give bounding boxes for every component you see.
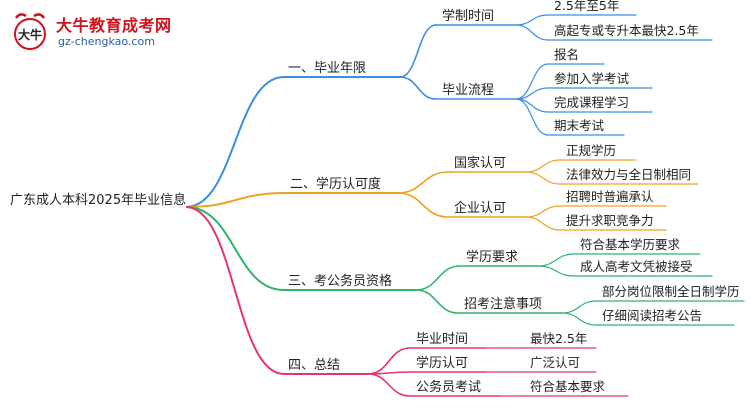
leaf-label: 高起专或专升本最快2.5年 <box>554 23 699 38</box>
logo-mark-text: 大牛 <box>18 27 42 42</box>
topic-link <box>367 373 411 397</box>
leaf-link <box>537 253 575 267</box>
leaf-label: 部分岗位限制全日制学历 <box>602 284 740 299</box>
leaf-link <box>515 24 549 41</box>
branch-link <box>185 206 285 375</box>
topic-label: 毕业时间 <box>416 332 468 347</box>
leaf-link <box>537 265 575 277</box>
logo-title: 大牛教育成考网 <box>56 16 172 35</box>
branch-label: 四、总结 <box>288 358 340 373</box>
topic-link <box>399 24 437 78</box>
leaf-label: 法律效力与全日制相同 <box>566 167 691 182</box>
topic-label: 学历认可 <box>416 355 468 371</box>
leaf-link <box>561 312 597 326</box>
topic-label: 学历要求 <box>466 249 518 265</box>
leaf-link <box>525 205 561 218</box>
leaf-link <box>515 98 549 136</box>
leaf-label: 最快2.5年 <box>530 331 587 346</box>
topic-label: 招考注意事项 <box>464 296 542 312</box>
leaf-link <box>525 159 561 173</box>
logo-url: gz-chengkao.com <box>58 35 155 48</box>
leaf-label: 提升求职竞争力 <box>566 213 654 228</box>
leaf-label: 招聘时普遍承认 <box>566 189 654 204</box>
branch-label: 二、学历认可度 <box>290 176 381 192</box>
topic-label: 公务员考试 <box>416 379 481 395</box>
bull-logo-icon: 大牛 <box>14 13 46 50</box>
topic-link <box>415 289 459 314</box>
leaf-label: 2.5年至5年 <box>554 0 619 13</box>
leaf-label: 符合基本要求 <box>530 379 606 394</box>
mindmap-nodes: 广东成人本科2025年毕业信息 一、毕业年限 学制时间 2.5年至5年高起专或专升本最… <box>10 0 740 395</box>
leaf-label: 仔细阅读招考公告 <box>602 308 702 323</box>
root-node-label: 广东成人本科2025年毕业信息 <box>10 192 186 208</box>
leaf-label: 期末考试 <box>554 118 605 133</box>
site-logo: 大牛 大牛教育成考网 gz-chengkao.com <box>6 8 196 56</box>
topic-link <box>397 171 449 194</box>
topic-link <box>415 265 461 291</box>
topic-label: 学制时间 <box>442 8 494 24</box>
branch-link <box>185 76 285 208</box>
branch-link <box>185 192 287 208</box>
topic-link <box>367 347 411 375</box>
leaf-link <box>561 300 597 314</box>
mindmap-links <box>185 14 745 397</box>
branch-link <box>185 206 285 291</box>
leaf-label: 广泛认可 <box>530 355 580 370</box>
leaf-link <box>525 171 561 185</box>
leaf-label: 报名 <box>554 47 579 62</box>
leaf-label: 成人高考文凭被接受 <box>580 259 693 274</box>
leaf-link <box>515 63 549 100</box>
leaf-label: 正规学历 <box>566 143 616 158</box>
branch-label: 一、毕业年限 <box>288 61 366 76</box>
topic-link <box>399 76 437 100</box>
topic-label: 毕业流程 <box>442 83 494 98</box>
branch-label: 三、考公务员资格 <box>288 273 392 289</box>
leaf-label: 参加入学考试 <box>554 71 630 86</box>
topic-label: 国家认可 <box>454 155 506 171</box>
topic-link <box>397 192 449 218</box>
leaf-label: 符合基本学历要求 <box>580 237 681 252</box>
topic-label: 企业认可 <box>454 200 506 216</box>
leaf-label: 完成课程学习 <box>554 95 629 110</box>
leaf-link <box>525 216 561 231</box>
leaf-link <box>515 14 549 26</box>
